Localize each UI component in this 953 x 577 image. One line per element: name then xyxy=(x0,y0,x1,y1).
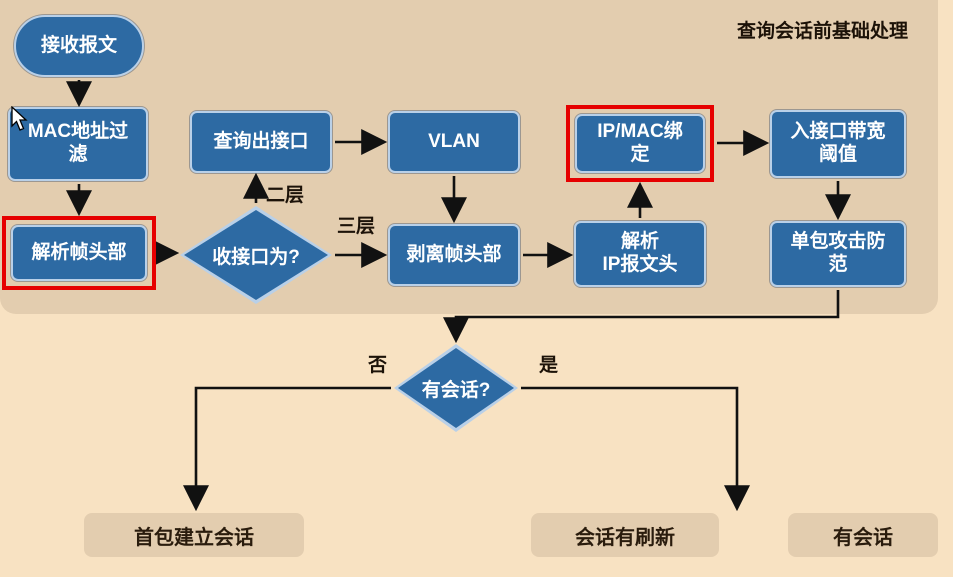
node-label: 解析帧头部 xyxy=(31,241,127,263)
node-label: 收接口为? xyxy=(212,246,300,268)
node-label: 有会话? xyxy=(421,379,491,401)
outcome-label: 会话有刷新 xyxy=(575,526,675,549)
outcome-has-session: 有会话 xyxy=(788,513,938,557)
outcome-first-packet-create-session: 首包建立会话 xyxy=(84,513,304,557)
node-vlan: VLAN xyxy=(388,111,520,173)
highlight-frame-parse-frame: 解析帧头部 xyxy=(2,216,156,290)
node-label: IP/MAC绑 定 xyxy=(597,120,683,165)
highlight-frame-ip-mac-binding: IP/MAC绑 定 xyxy=(566,105,714,182)
edge-label-layer2: 二层 xyxy=(266,185,305,206)
node-label: VLAN xyxy=(428,130,480,152)
node-label: 查询出接口 xyxy=(213,130,309,152)
edge-label-yes: 是 xyxy=(539,355,559,376)
node-parse-frame-header: 解析帧头部 xyxy=(11,225,147,281)
decision-interface-type: 收接口为? xyxy=(180,206,332,304)
node-ip-mac-binding: IP/MAC绑 定 xyxy=(575,114,705,173)
edge-label-layer3: 三层 xyxy=(337,216,376,237)
mouse-cursor xyxy=(11,106,28,131)
node-label: 剥离帧头部 xyxy=(406,243,502,265)
node-label: 解析 IP报文头 xyxy=(602,231,678,275)
node-label: MAC地址过 滤 xyxy=(27,121,129,165)
node-label: 单包攻击防 范 xyxy=(790,231,886,275)
node-parse-ip-header: 解析 IP报文头 xyxy=(574,221,706,287)
decision-session-exists: 有会话? xyxy=(394,344,518,432)
node-label: 接收报文 xyxy=(40,34,117,56)
outcome-session-refreshed: 会话有刷新 xyxy=(531,513,719,557)
edge-label-no: 否 xyxy=(368,355,388,376)
node-single-packet-attack-defense: 单包攻击防 范 xyxy=(770,221,906,287)
node-label: 入接口带宽 阈值 xyxy=(790,121,886,165)
node-mac-address-filter: MAC地址过 滤 xyxy=(8,107,148,181)
node-strip-frame-header: 剥离帧头部 xyxy=(388,224,520,286)
node-query-out-interface: 查询出接口 xyxy=(190,111,332,173)
outcome-label: 有会话 xyxy=(833,526,893,549)
node-inbound-bandwidth-threshold: 入接口带宽 阈值 xyxy=(770,110,906,178)
region-title: 查询会话前基础处理 xyxy=(736,21,908,42)
node-receive-packet: 接收报文 xyxy=(14,15,144,77)
outcome-label: 首包建立会话 xyxy=(134,526,254,549)
